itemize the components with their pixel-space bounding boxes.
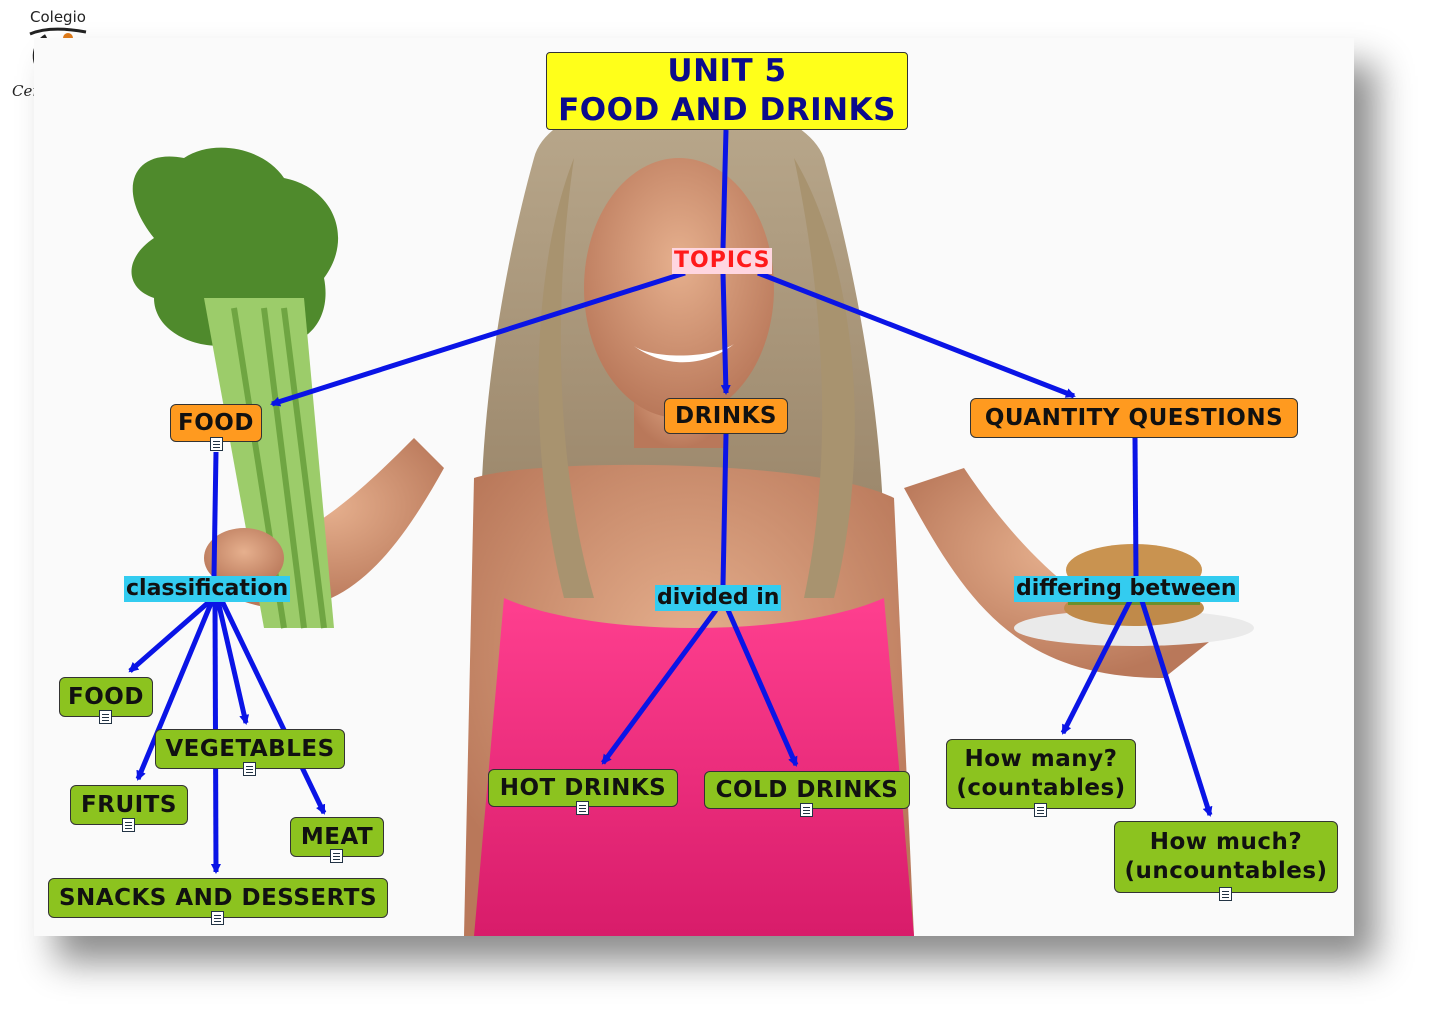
link-food-classification — [211, 451, 219, 577]
topic-quantity-questions[interactable]: QUANTITY QUESTIONS — [970, 398, 1298, 438]
item-fruits[interactable]: FRUITS — [70, 785, 188, 825]
phrase-topics: TOPICS — [672, 248, 773, 274]
link-divided-hot — [600, 608, 719, 765]
link-topics-drinks — [720, 272, 731, 395]
logo-top-text: Colegio — [30, 8, 86, 26]
topic-drinks-label: DRINKS — [675, 403, 777, 429]
item-how-many-document-icon[interactable] — [1034, 803, 1047, 817]
item-food-label: FOOD — [68, 683, 144, 710]
item-snacks-and-desserts[interactable]: SNACKS AND DESSERTS — [48, 878, 388, 918]
item-how-many-line-1: How many? — [964, 746, 1118, 772]
link-classification-fruits — [135, 600, 215, 781]
link-classification-vegetables — [215, 600, 250, 725]
item-snacks-label: SNACKS AND DESSERTS — [58, 884, 378, 911]
item-how-much[interactable]: How much? (uncountables) — [1114, 821, 1338, 893]
item-cold-drinks-label: COLD DRINKS — [715, 776, 899, 803]
item-vegetables-document-icon[interactable] — [243, 762, 256, 776]
item-how-much-line-1: How much? — [1149, 829, 1303, 855]
link-classification-food — [128, 599, 212, 673]
link-topics-quantity — [757, 270, 1076, 399]
link-divided-cold — [725, 608, 799, 767]
item-food-document-icon[interactable] — [99, 710, 112, 724]
topic-food-label: FOOD — [178, 410, 254, 436]
item-snacks-document-icon[interactable] — [211, 911, 224, 925]
item-meat-document-icon[interactable] — [330, 849, 343, 863]
link-differing-much — [1139, 600, 1213, 817]
item-how-many[interactable]: How many? (countables) — [946, 739, 1136, 809]
item-hot-drinks-label: HOT DRINKS — [499, 774, 667, 801]
topic-drinks[interactable]: DRINKS — [664, 398, 788, 434]
item-how-many-line-2: (countables) — [956, 775, 1126, 801]
map-title[interactable]: UNIT 5 FOOD AND DRINKS — [546, 52, 908, 130]
item-cold-drinks[interactable]: COLD DRINKS — [704, 771, 910, 809]
link-quantity-differing — [1132, 437, 1139, 577]
item-hot-drinks[interactable]: HOT DRINKS — [488, 769, 678, 807]
link-differing-many — [1060, 599, 1133, 735]
item-meat[interactable]: MEAT — [290, 817, 384, 857]
title-line-1: UNIT 5 — [667, 53, 787, 89]
item-vegetables-label: VEGETABLES — [165, 735, 335, 762]
phrase-classification: classification — [124, 576, 291, 602]
item-hot-drinks-document-icon[interactable] — [576, 801, 589, 815]
link-title-topics — [720, 129, 729, 249]
link-classification-meat — [219, 599, 327, 815]
phrase-differing-between: differing between — [1014, 576, 1239, 602]
topic-quantity-label: QUANTITY QUESTIONS — [984, 405, 1284, 431]
link-topics-food — [270, 270, 686, 407]
item-fruits-label: FRUITS — [81, 791, 177, 818]
topic-food[interactable]: FOOD — [170, 404, 262, 442]
phrase-divided-in: divided in — [655, 585, 782, 611]
item-meat-label: MEAT — [300, 823, 374, 850]
item-how-much-document-icon[interactable] — [1219, 887, 1232, 901]
link-drinks-divided — [720, 433, 729, 586]
item-how-much-line-2: (uncountables) — [1124, 858, 1328, 884]
title-line-2: FOOD AND DRINKS — [558, 92, 896, 128]
food-document-icon[interactable] — [210, 437, 223, 451]
item-fruits-document-icon[interactable] — [122, 818, 135, 832]
item-cold-drinks-document-icon[interactable] — [800, 803, 813, 817]
